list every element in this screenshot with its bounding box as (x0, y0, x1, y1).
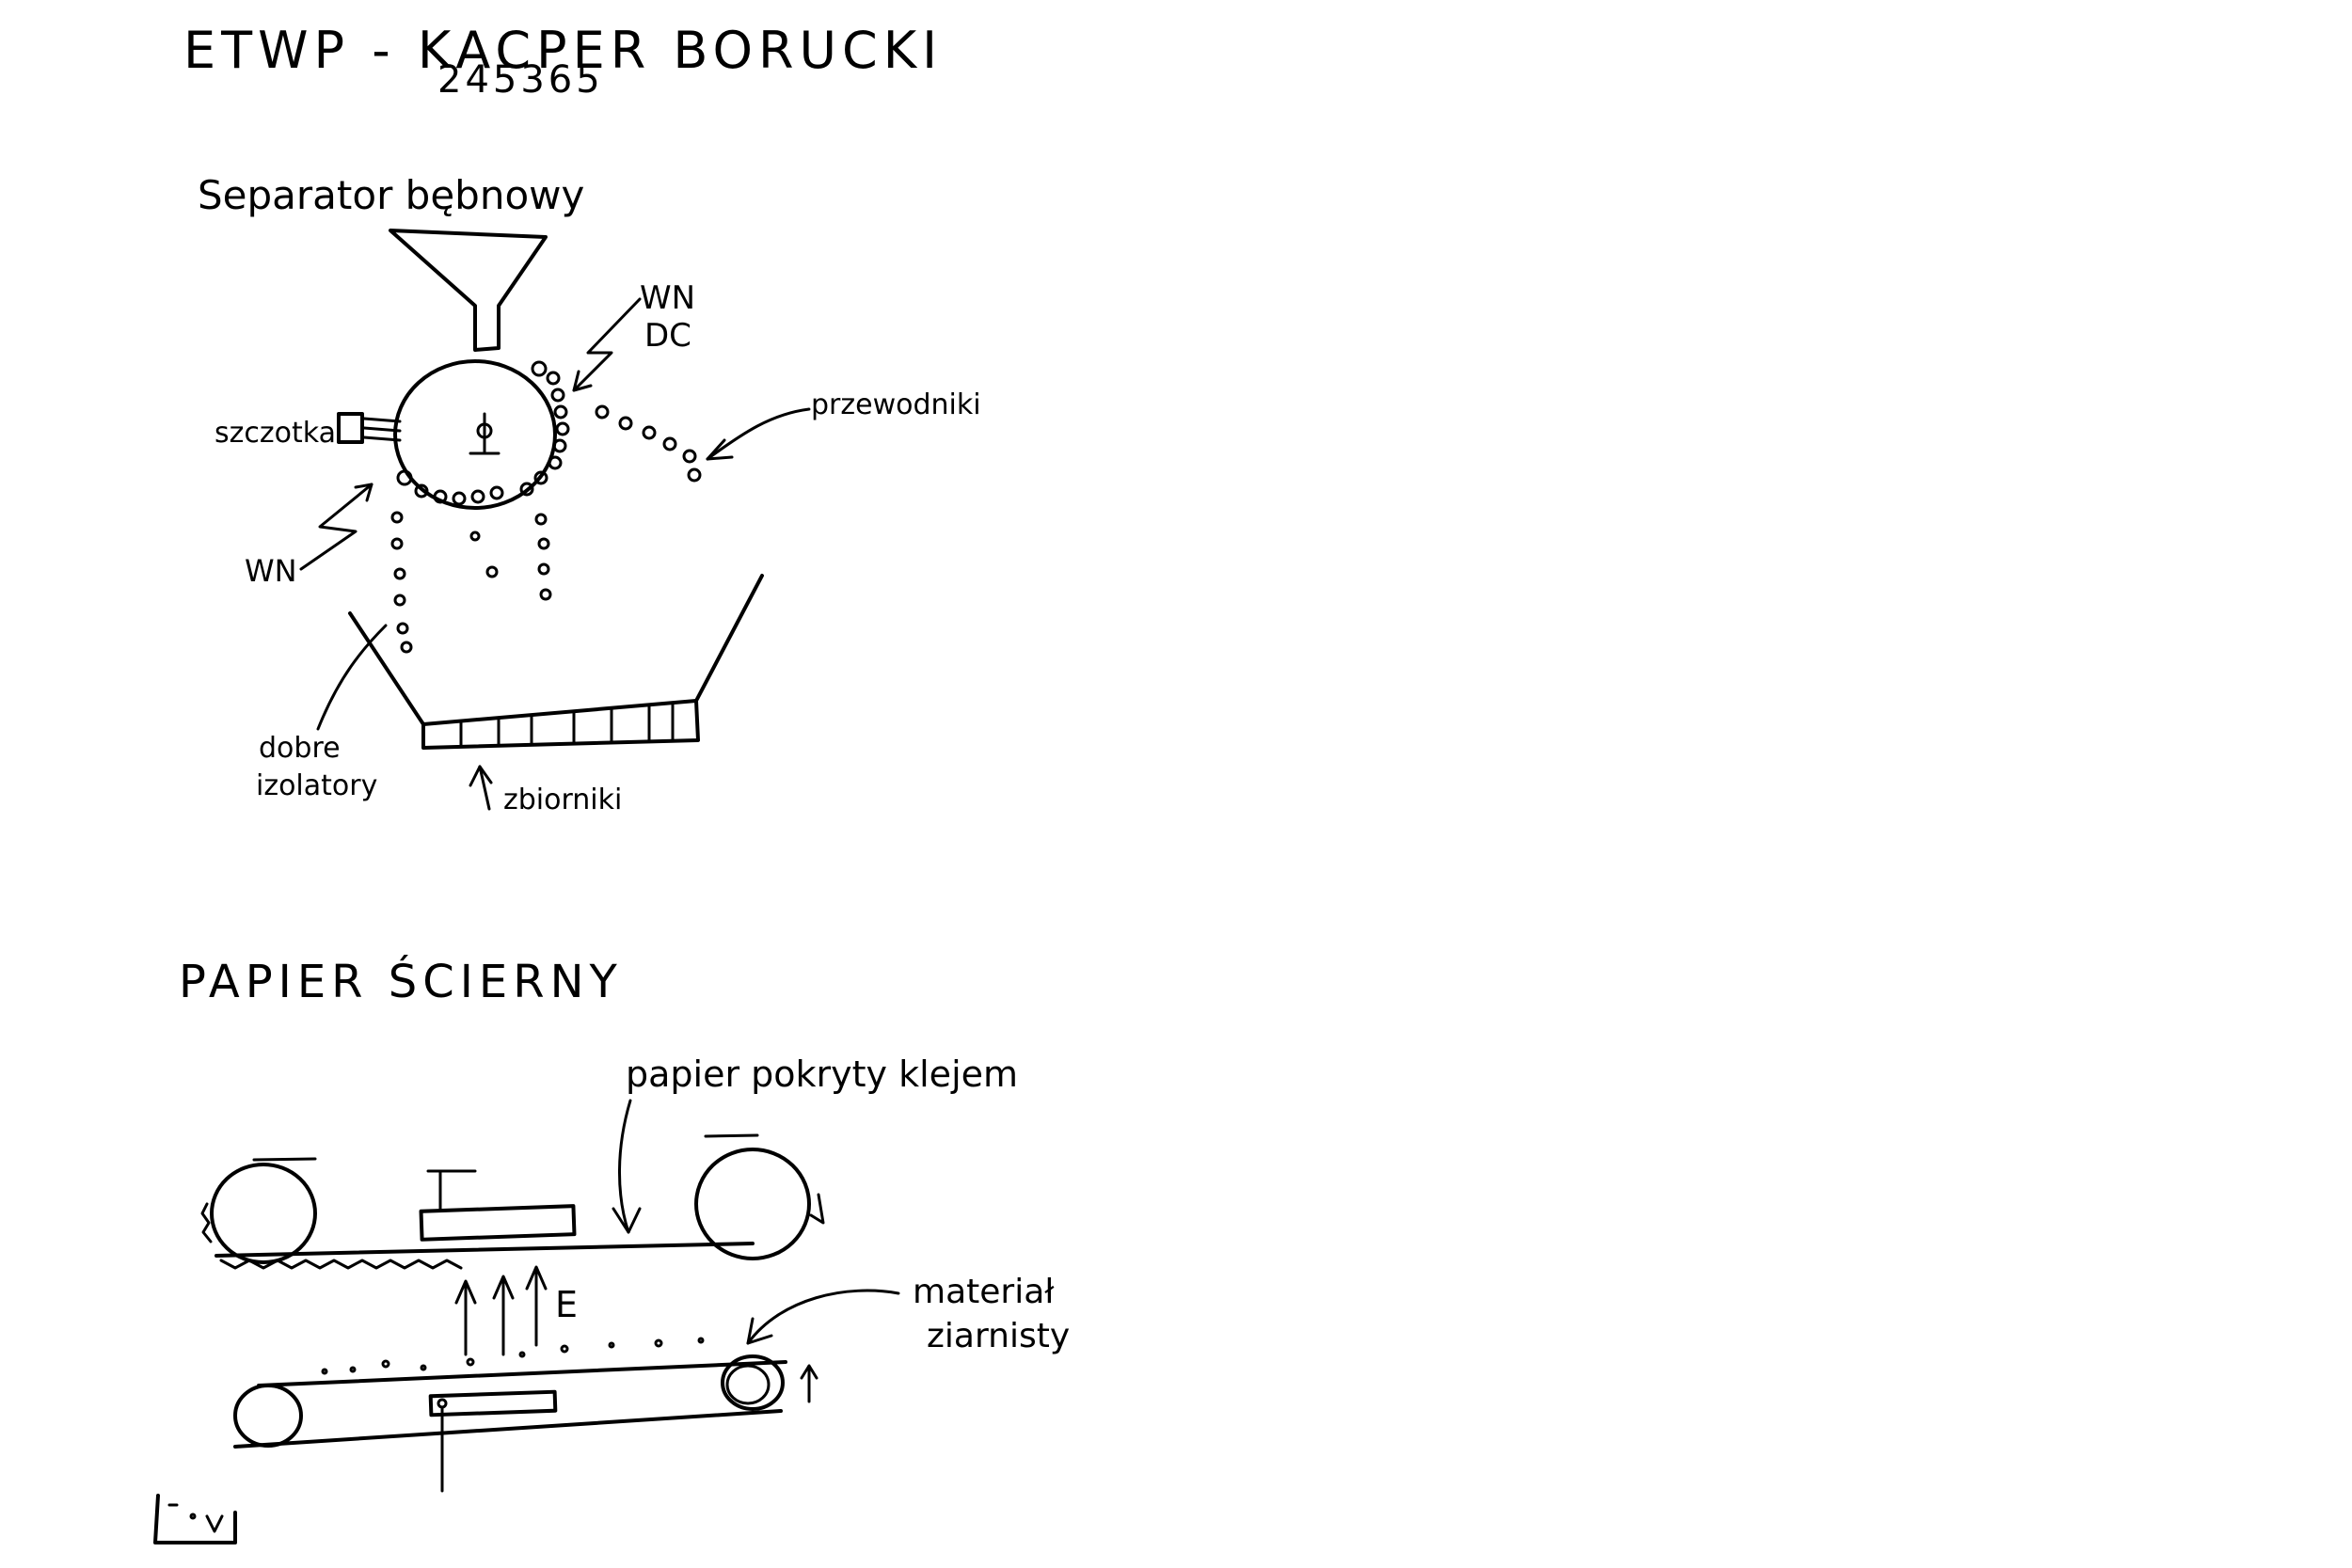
header-student-id: 245365 (437, 58, 604, 102)
glue-paper-arrow (613, 1101, 640, 1232)
falling-particles (392, 513, 550, 652)
field-arrows-icon (456, 1267, 546, 1354)
conductors-arrow (707, 409, 809, 459)
brush-icon (339, 414, 400, 442)
ground-icon (155, 1496, 235, 1543)
section1-title: Separator bębnowy (198, 172, 584, 218)
lightning-left-icon (301, 484, 372, 569)
conductor-particles (596, 406, 700, 481)
lower-electrode (431, 1392, 556, 1491)
wn-dc-top-label-1: WN (640, 279, 695, 317)
hopper-funnel (390, 230, 546, 350)
field-label: E (555, 1284, 578, 1325)
good-insulators-label-2: izolatory (256, 769, 377, 802)
granular-label-1: materiał (913, 1273, 1055, 1311)
glue-paper-label: papier pokryty klejem (626, 1053, 1018, 1095)
lightning-top-icon (574, 299, 640, 390)
wn-left-label: WN (245, 553, 297, 589)
conductors-label: przewodniki (811, 388, 981, 421)
collection-bin (350, 576, 762, 748)
good-insulators-label-1: dobre (259, 732, 341, 765)
containers-arrow (470, 767, 491, 809)
granular-arrow (748, 1291, 898, 1343)
granular-label-2: ziarnisty (927, 1317, 1070, 1355)
section2-title: PAPIER ŚCIERNY (179, 955, 623, 1008)
upper-conveyor (202, 1135, 823, 1268)
wn-dc-top-label-2: DC (644, 317, 691, 355)
brush-label: szczotka (215, 417, 336, 450)
containers-label: zbiorniki (503, 784, 622, 816)
upper-electrode (421, 1171, 575, 1240)
good-insulators-pointer (318, 626, 386, 729)
